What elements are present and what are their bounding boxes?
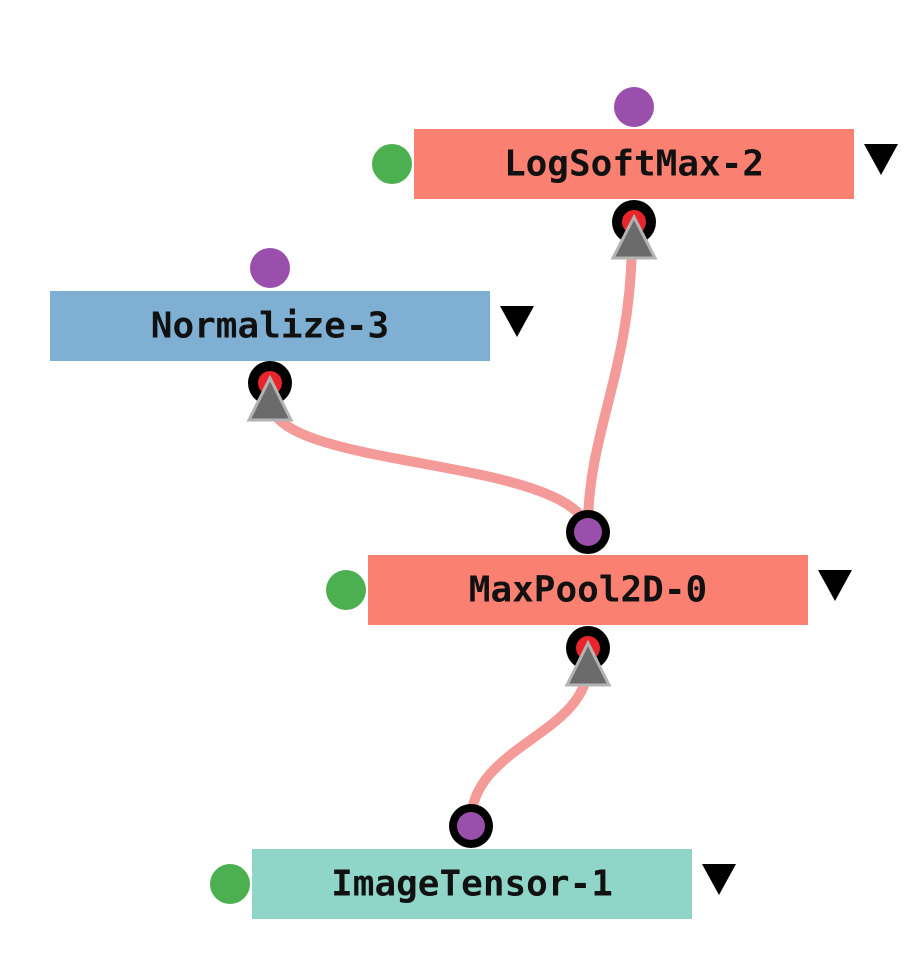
input-port[interactable] — [564, 626, 612, 687]
triangle-down-icon[interactable] — [702, 864, 736, 895]
output-port[interactable] — [250, 248, 290, 288]
triangle-down-icon[interactable] — [818, 570, 852, 601]
input-arrow-icon — [610, 213, 658, 260]
output-port[interactable] — [614, 87, 654, 127]
edge-maxpool-to-normalize[interactable] — [265, 395, 593, 532]
node-logsoftmax[interactable]: LogSoftMax-2 — [372, 87, 898, 260]
status-dot — [372, 144, 412, 184]
input-arrow-icon — [246, 374, 294, 422]
node-box[interactable] — [50, 291, 490, 361]
node-box[interactable] — [414, 129, 854, 199]
input-arrow-icon — [564, 639, 612, 687]
edge-imagetensor-to-maxpool[interactable] — [466, 659, 593, 827]
node-label: MaxPool2D-0 — [469, 570, 707, 611]
triangle-down-icon[interactable] — [500, 306, 534, 337]
node-maxpool[interactable]: MaxPool2D-0 — [326, 510, 852, 687]
node-label: LogSoftMax-2 — [504, 144, 764, 185]
status-dot — [326, 570, 366, 610]
status-dot — [210, 864, 250, 904]
input-port[interactable] — [246, 361, 294, 422]
triangle-down-icon[interactable] — [864, 144, 898, 175]
edges-layer — [265, 231, 637, 827]
output-port[interactable] — [566, 510, 610, 554]
node-imagetensor[interactable]: ImageTensor-1 — [210, 804, 736, 919]
node-box[interactable] — [252, 849, 692, 919]
node-label: ImageTensor-1 — [331, 864, 613, 905]
node-normalize[interactable]: Normalize-3 — [50, 248, 534, 422]
edge-maxpool-to-logsoftmax[interactable] — [583, 231, 637, 532]
node-label: Normalize-3 — [151, 306, 389, 347]
output-port[interactable] — [449, 804, 493, 848]
node-box[interactable] — [368, 555, 808, 625]
input-port[interactable] — [610, 200, 658, 260]
